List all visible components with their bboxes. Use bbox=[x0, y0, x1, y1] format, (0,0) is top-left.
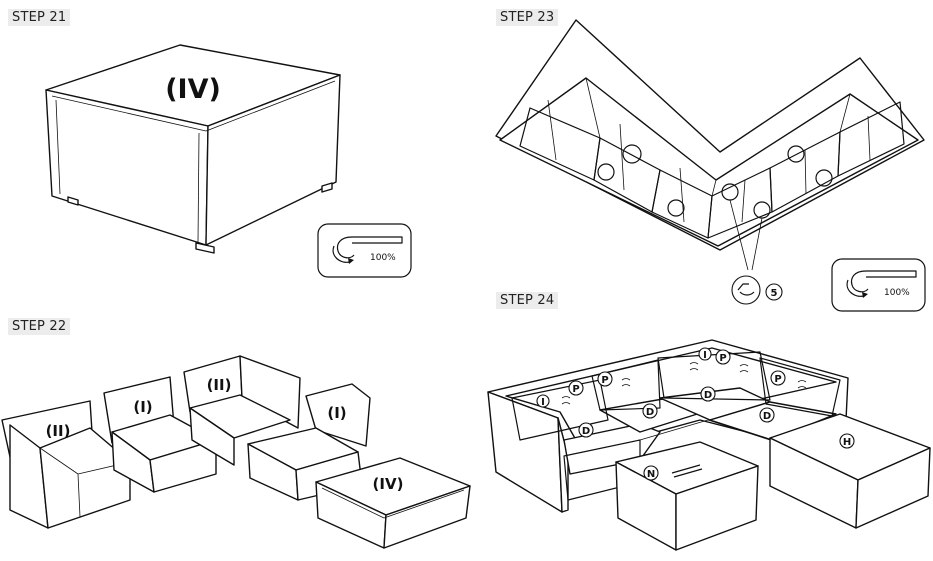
label-back-2: P bbox=[601, 375, 608, 386]
step-23-callout-number: 5 bbox=[771, 288, 778, 299]
ottoman-part-label: (IV) bbox=[165, 74, 221, 105]
label-back-1: P bbox=[572, 384, 579, 395]
part-label-corner-right: (II) bbox=[207, 376, 232, 394]
label-table: N bbox=[647, 469, 655, 480]
step-23-sofa-underside bbox=[495, 19, 925, 271]
label-seat-2: D bbox=[646, 407, 654, 418]
step-22-middle-left: (I) bbox=[103, 376, 217, 493]
label-ottoman: H bbox=[843, 437, 851, 448]
label-seat-3: D bbox=[704, 390, 712, 401]
label-seat-4: D bbox=[763, 411, 771, 422]
step-23-torque-value: 100% bbox=[884, 288, 910, 298]
step-24-part-labels: I P P I P P D D D D N H bbox=[536, 347, 855, 481]
part-label-ottoman: (IV) bbox=[373, 475, 404, 493]
label-seat-1: D bbox=[582, 426, 590, 437]
label-back-3: P bbox=[719, 353, 726, 364]
step-24-assembled-set bbox=[487, 339, 931, 551]
step-23-callout: 5 bbox=[731, 275, 783, 305]
part-label-middle-left: (I) bbox=[133, 398, 152, 416]
step-22-title: STEP 22 bbox=[8, 318, 71, 335]
step-22-ottoman: (IV) bbox=[315, 457, 471, 549]
step-21-torque-value: 100% bbox=[370, 253, 396, 263]
step-23-title: STEP 23 bbox=[496, 9, 559, 26]
part-label-corner-left: (II) bbox=[46, 422, 71, 440]
step-23-torque-box: 100% bbox=[831, 258, 926, 312]
step-24-title: STEP 24 bbox=[496, 292, 559, 309]
label-back-4: P bbox=[774, 374, 781, 385]
step-21-title: STEP 21 bbox=[8, 9, 71, 26]
step-21-torque-box: 100% bbox=[317, 223, 412, 278]
step-22-corner-left: (II) bbox=[1, 400, 131, 529]
step-21-ottoman: (IV) bbox=[45, 44, 341, 254]
label-arm-left: I bbox=[541, 397, 545, 408]
label-arm-back: I bbox=[703, 350, 707, 361]
step-22-corner-right: (II) bbox=[183, 355, 301, 466]
part-label-middle-right: (I) bbox=[327, 404, 346, 422]
